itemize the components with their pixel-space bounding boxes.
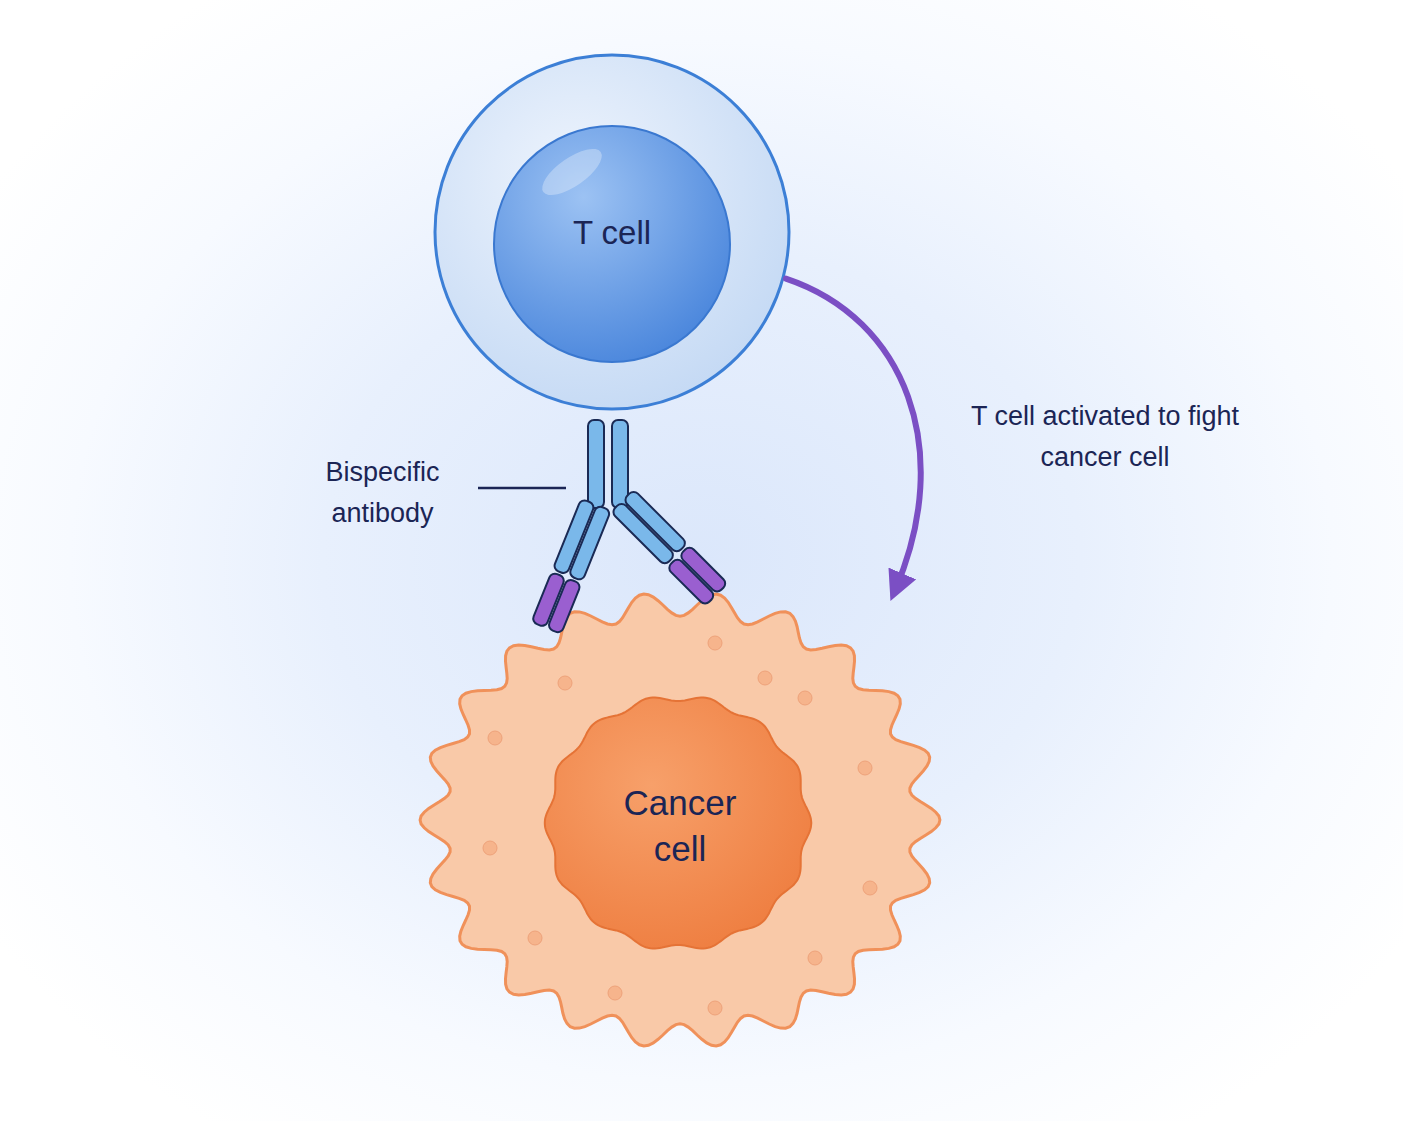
cancer-cell: Cancer cell — [415, 588, 945, 1053]
edge-label: T cell activated to fight cancer cell — [960, 396, 1250, 477]
antibody-shape — [531, 420, 727, 634]
part-label: Bispecific antibody — [300, 452, 465, 533]
cell-label: T cell — [512, 212, 712, 255]
activation-arrow — [786, 279, 921, 590]
cell-label: Cancer cell — [600, 780, 760, 871]
t-cell: T cell — [432, 52, 792, 412]
leader-line — [478, 487, 566, 490]
